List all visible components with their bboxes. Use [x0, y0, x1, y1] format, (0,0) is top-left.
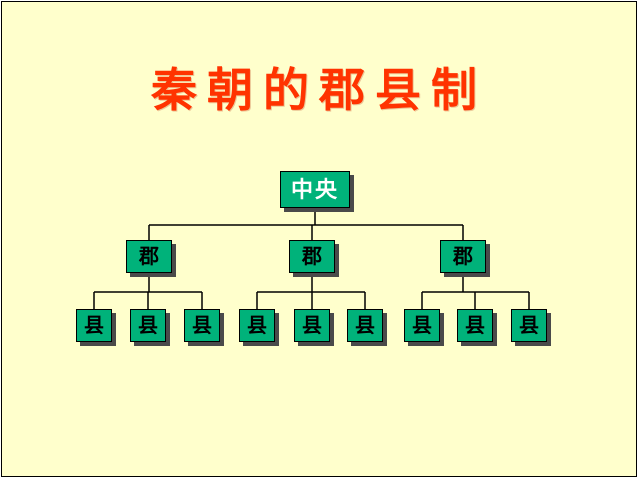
- node-xian-2-1: 县: [239, 309, 275, 342]
- node-jun-1: 郡: [126, 240, 172, 273]
- node-xian-3-1: 县: [404, 309, 440, 342]
- node-xian-1-2: 县: [130, 309, 166, 342]
- node-jun-2: 郡: [289, 240, 335, 273]
- node-xian-2-2: 县: [294, 309, 330, 342]
- node-xian-1-1: 县: [76, 309, 112, 342]
- node-jun-3: 郡: [440, 240, 486, 273]
- node-central: 中央: [280, 171, 350, 208]
- node-xian-3-3: 县: [511, 309, 547, 342]
- node-xian-3-2: 县: [457, 309, 493, 342]
- slide-title: 秦朝的郡县制: [151, 64, 487, 116]
- node-xian-2-3: 县: [347, 309, 383, 342]
- node-xian-1-3: 县: [184, 309, 220, 342]
